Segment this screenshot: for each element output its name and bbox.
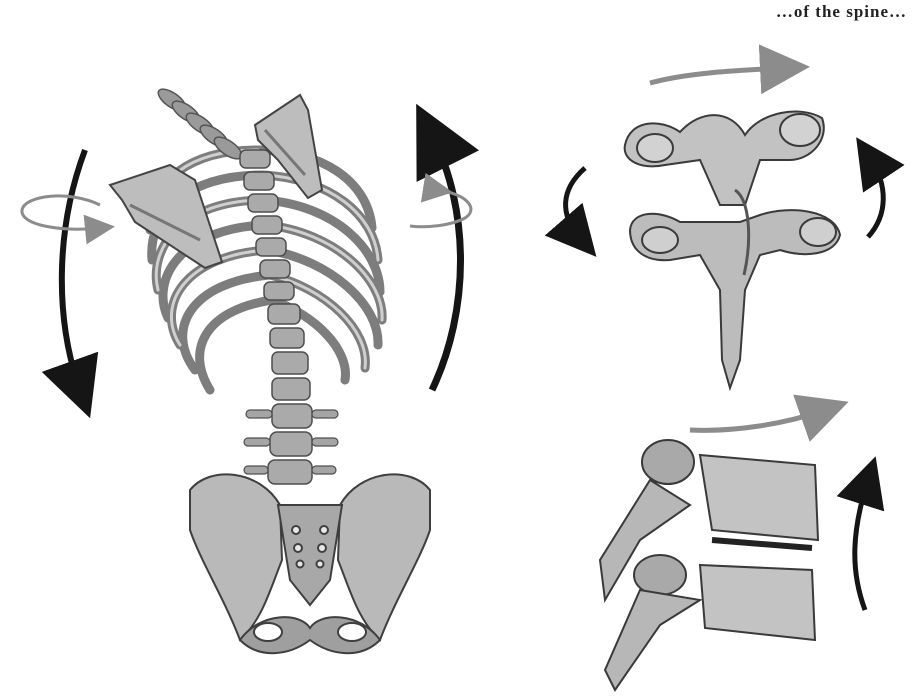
flexion-arrow-bottom [855, 480, 868, 610]
flexion-arrow-left [62, 150, 85, 390]
vertebrae-lateral-illustration [600, 440, 818, 690]
cervical-spine [155, 85, 245, 163]
rotation-arrow-top [650, 68, 785, 83]
rotation-arrow-bottom [690, 410, 825, 430]
rotation-arrow-right [410, 190, 471, 227]
vertebrae-posterior-illustration [625, 112, 840, 388]
lateral-bend-arrow-right [868, 158, 883, 237]
extension-arrow-right [432, 135, 461, 390]
lateral-bend-arrow-left [566, 168, 585, 238]
rotation-arrow-left [22, 196, 100, 229]
pelvis [190, 474, 430, 653]
skeleton-illustration [110, 85, 430, 653]
